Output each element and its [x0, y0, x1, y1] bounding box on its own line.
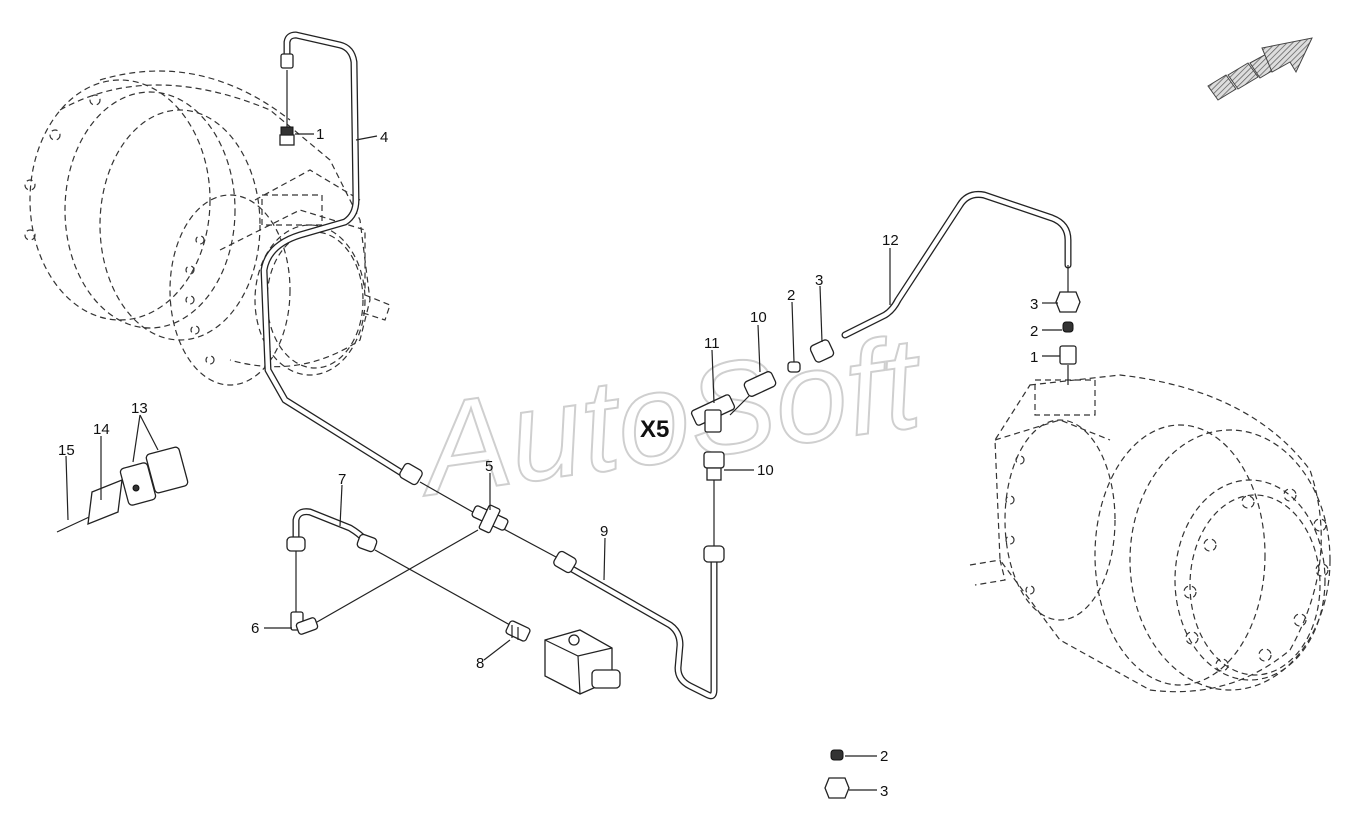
callout-8: 8 [476, 655, 484, 672]
callout-4: 4 [380, 129, 388, 146]
right-fittings [1055, 291, 1081, 365]
callout-3-bottom: 3 [880, 783, 888, 800]
elbow-fitting-6 [290, 611, 319, 635]
callout-5: 5 [485, 458, 493, 475]
direction-arrow-icon [1207, 37, 1313, 101]
fitting-10-upper [743, 371, 777, 397]
callout-2-right: 2 [1030, 323, 1038, 340]
callout-15: 15 [58, 442, 75, 459]
callout-9: 9 [600, 523, 608, 540]
callout-leaders [65, 133, 1062, 791]
bottom-fittings [824, 749, 850, 799]
callout-12: 12 [882, 232, 899, 249]
callout-14: 14 [93, 421, 110, 438]
watermark: AutoSoft [407, 308, 933, 524]
fitting-10-lower [703, 451, 725, 481]
tee-fitting-11 [690, 394, 736, 433]
callout-1-top: 1 [316, 126, 324, 143]
callout-11: 11 [704, 335, 720, 352]
callout-2-mid: 2 [787, 287, 795, 304]
callout-3-mid: 3 [815, 272, 823, 289]
adapter-8 [505, 620, 531, 642]
callout-1-right: 1 [1030, 349, 1038, 366]
nut-3-mid [809, 339, 835, 363]
connector-label-x5: X5 [640, 416, 669, 443]
callout-3-right: 3 [1030, 296, 1038, 313]
callout-13: 13 [131, 400, 148, 417]
brake-pipe-12 [841, 191, 1072, 339]
brake-valve [544, 629, 621, 695]
fitting-1-top [279, 126, 295, 146]
callout-6: 6 [251, 620, 259, 637]
brake-pipe-7 [286, 508, 378, 553]
seal-2-mid [787, 361, 801, 373]
right-wheel-hub [969, 374, 1331, 693]
callout-7: 7 [338, 471, 346, 488]
brake-pipe-4 [260, 31, 423, 486]
clamp-assembly [56, 446, 189, 533]
callout-10-upper: 10 [750, 309, 767, 326]
tee-fitting-5 [471, 504, 509, 534]
callout-10-lower: 10 [757, 462, 774, 479]
leader-lines [286, 70, 1069, 627]
callout-2-bottom: 2 [880, 748, 888, 765]
